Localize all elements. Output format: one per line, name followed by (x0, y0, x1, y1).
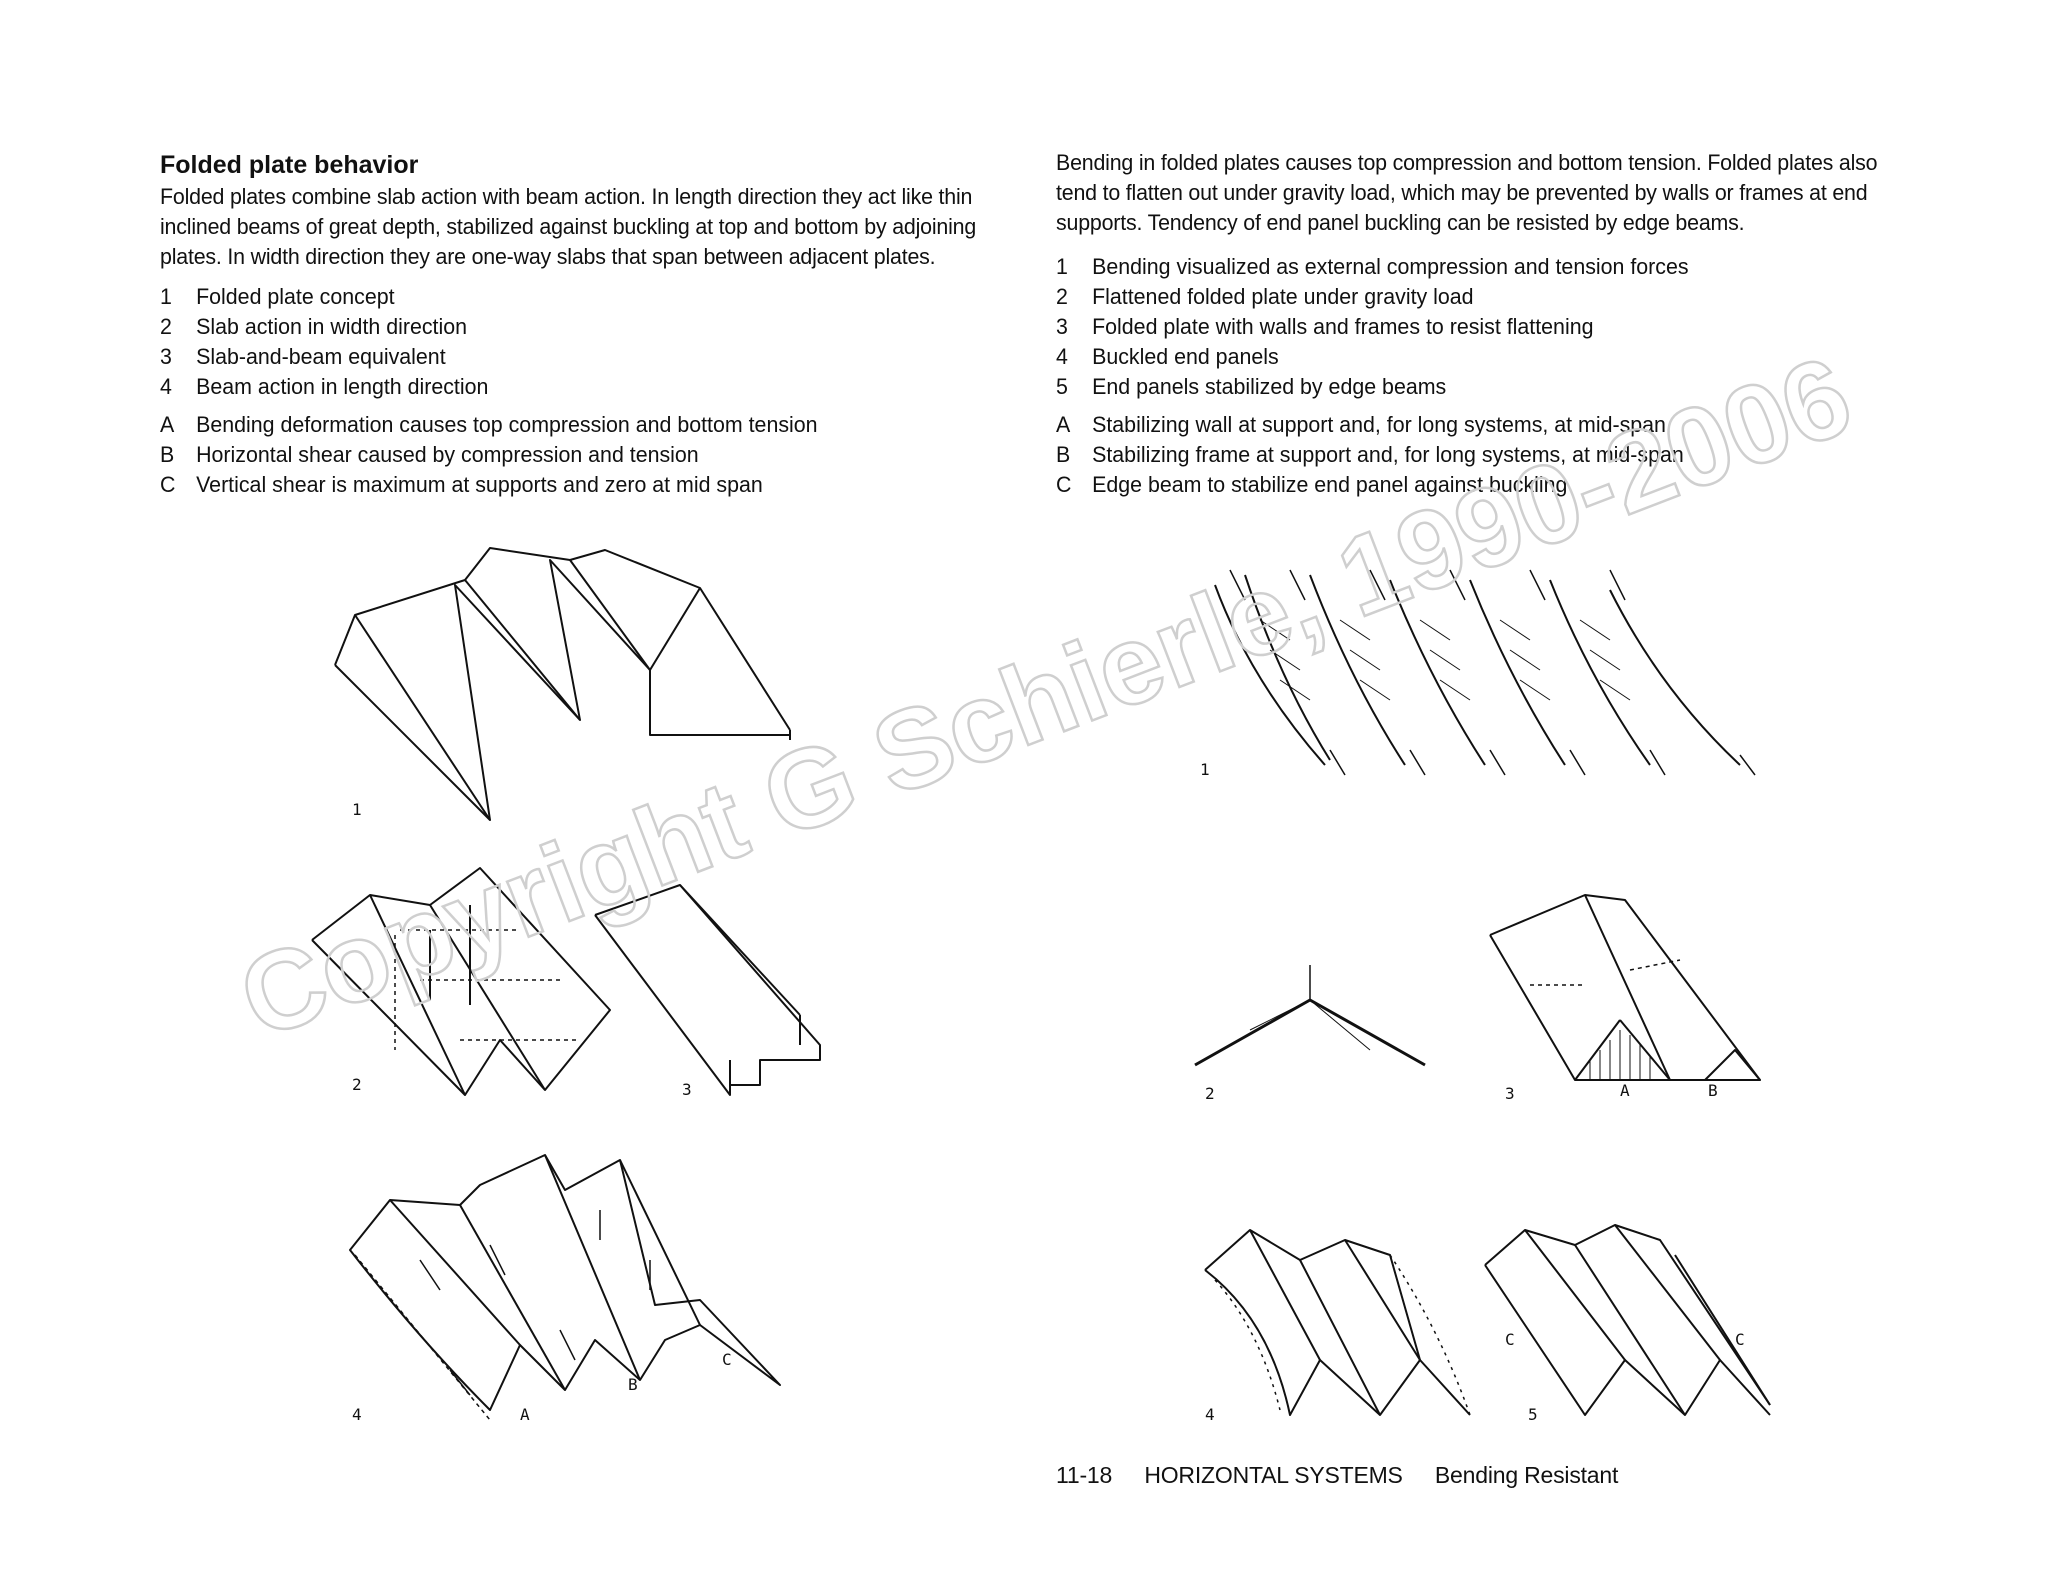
right-column: Bending in folded plates causes top comp… (1056, 148, 1906, 508)
fig-label: B (1708, 1081, 1718, 1100)
chapter-title: HORIZONTAL SYSTEMS (1144, 1462, 1403, 1488)
edge-beams-drawing (1484, 1224, 1771, 1416)
left-intro: Folded plates combine slab action with b… (160, 184, 977, 269)
left-column: Folded plate behavior Folded plates comb… (160, 148, 1010, 508)
fig-label: B (628, 1375, 638, 1394)
page-number: 11-18 (1056, 1462, 1113, 1488)
fig-label: 1 (352, 800, 362, 819)
compression-tension-drawing (1214, 569, 1756, 776)
fig-label: 1 (1200, 760, 1210, 779)
fig-label: 2 (352, 1075, 362, 1094)
page-footer: 11-18 HORIZONTAL SYSTEMS Bending Resista… (1056, 1462, 1644, 1489)
fig-label: 5 (1528, 1405, 1538, 1424)
folded-plate-concept-drawing (334, 547, 791, 821)
slab-and-beam-drawing (594, 884, 821, 1096)
beam-action-drawing (349, 1154, 781, 1421)
fig-label: C (722, 1350, 732, 1369)
section-heading: Folded plate behavior (160, 151, 419, 179)
fig-label: 2 (1205, 1084, 1215, 1103)
slab-action-drawing (311, 867, 611, 1096)
fig-label: A (1620, 1081, 1630, 1100)
fig-label: C (1505, 1330, 1515, 1349)
walls-frames-drawing (1489, 894, 1761, 1081)
section-title: Bending Resistant (1434, 1462, 1619, 1488)
flattened-plate-drawing (1194, 965, 1426, 1067)
right-intro: Bending in folded plates causes top comp… (1056, 150, 1878, 235)
fig-label: 4 (352, 1405, 362, 1424)
fig-label: 3 (1505, 1084, 1515, 1103)
fig-label: 4 (1205, 1405, 1215, 1424)
fig-label: 3 (682, 1080, 692, 1099)
buckled-panels-drawing (1204, 1229, 1471, 1416)
fig-label: C (1735, 1330, 1745, 1349)
fig-label: A (520, 1405, 530, 1424)
